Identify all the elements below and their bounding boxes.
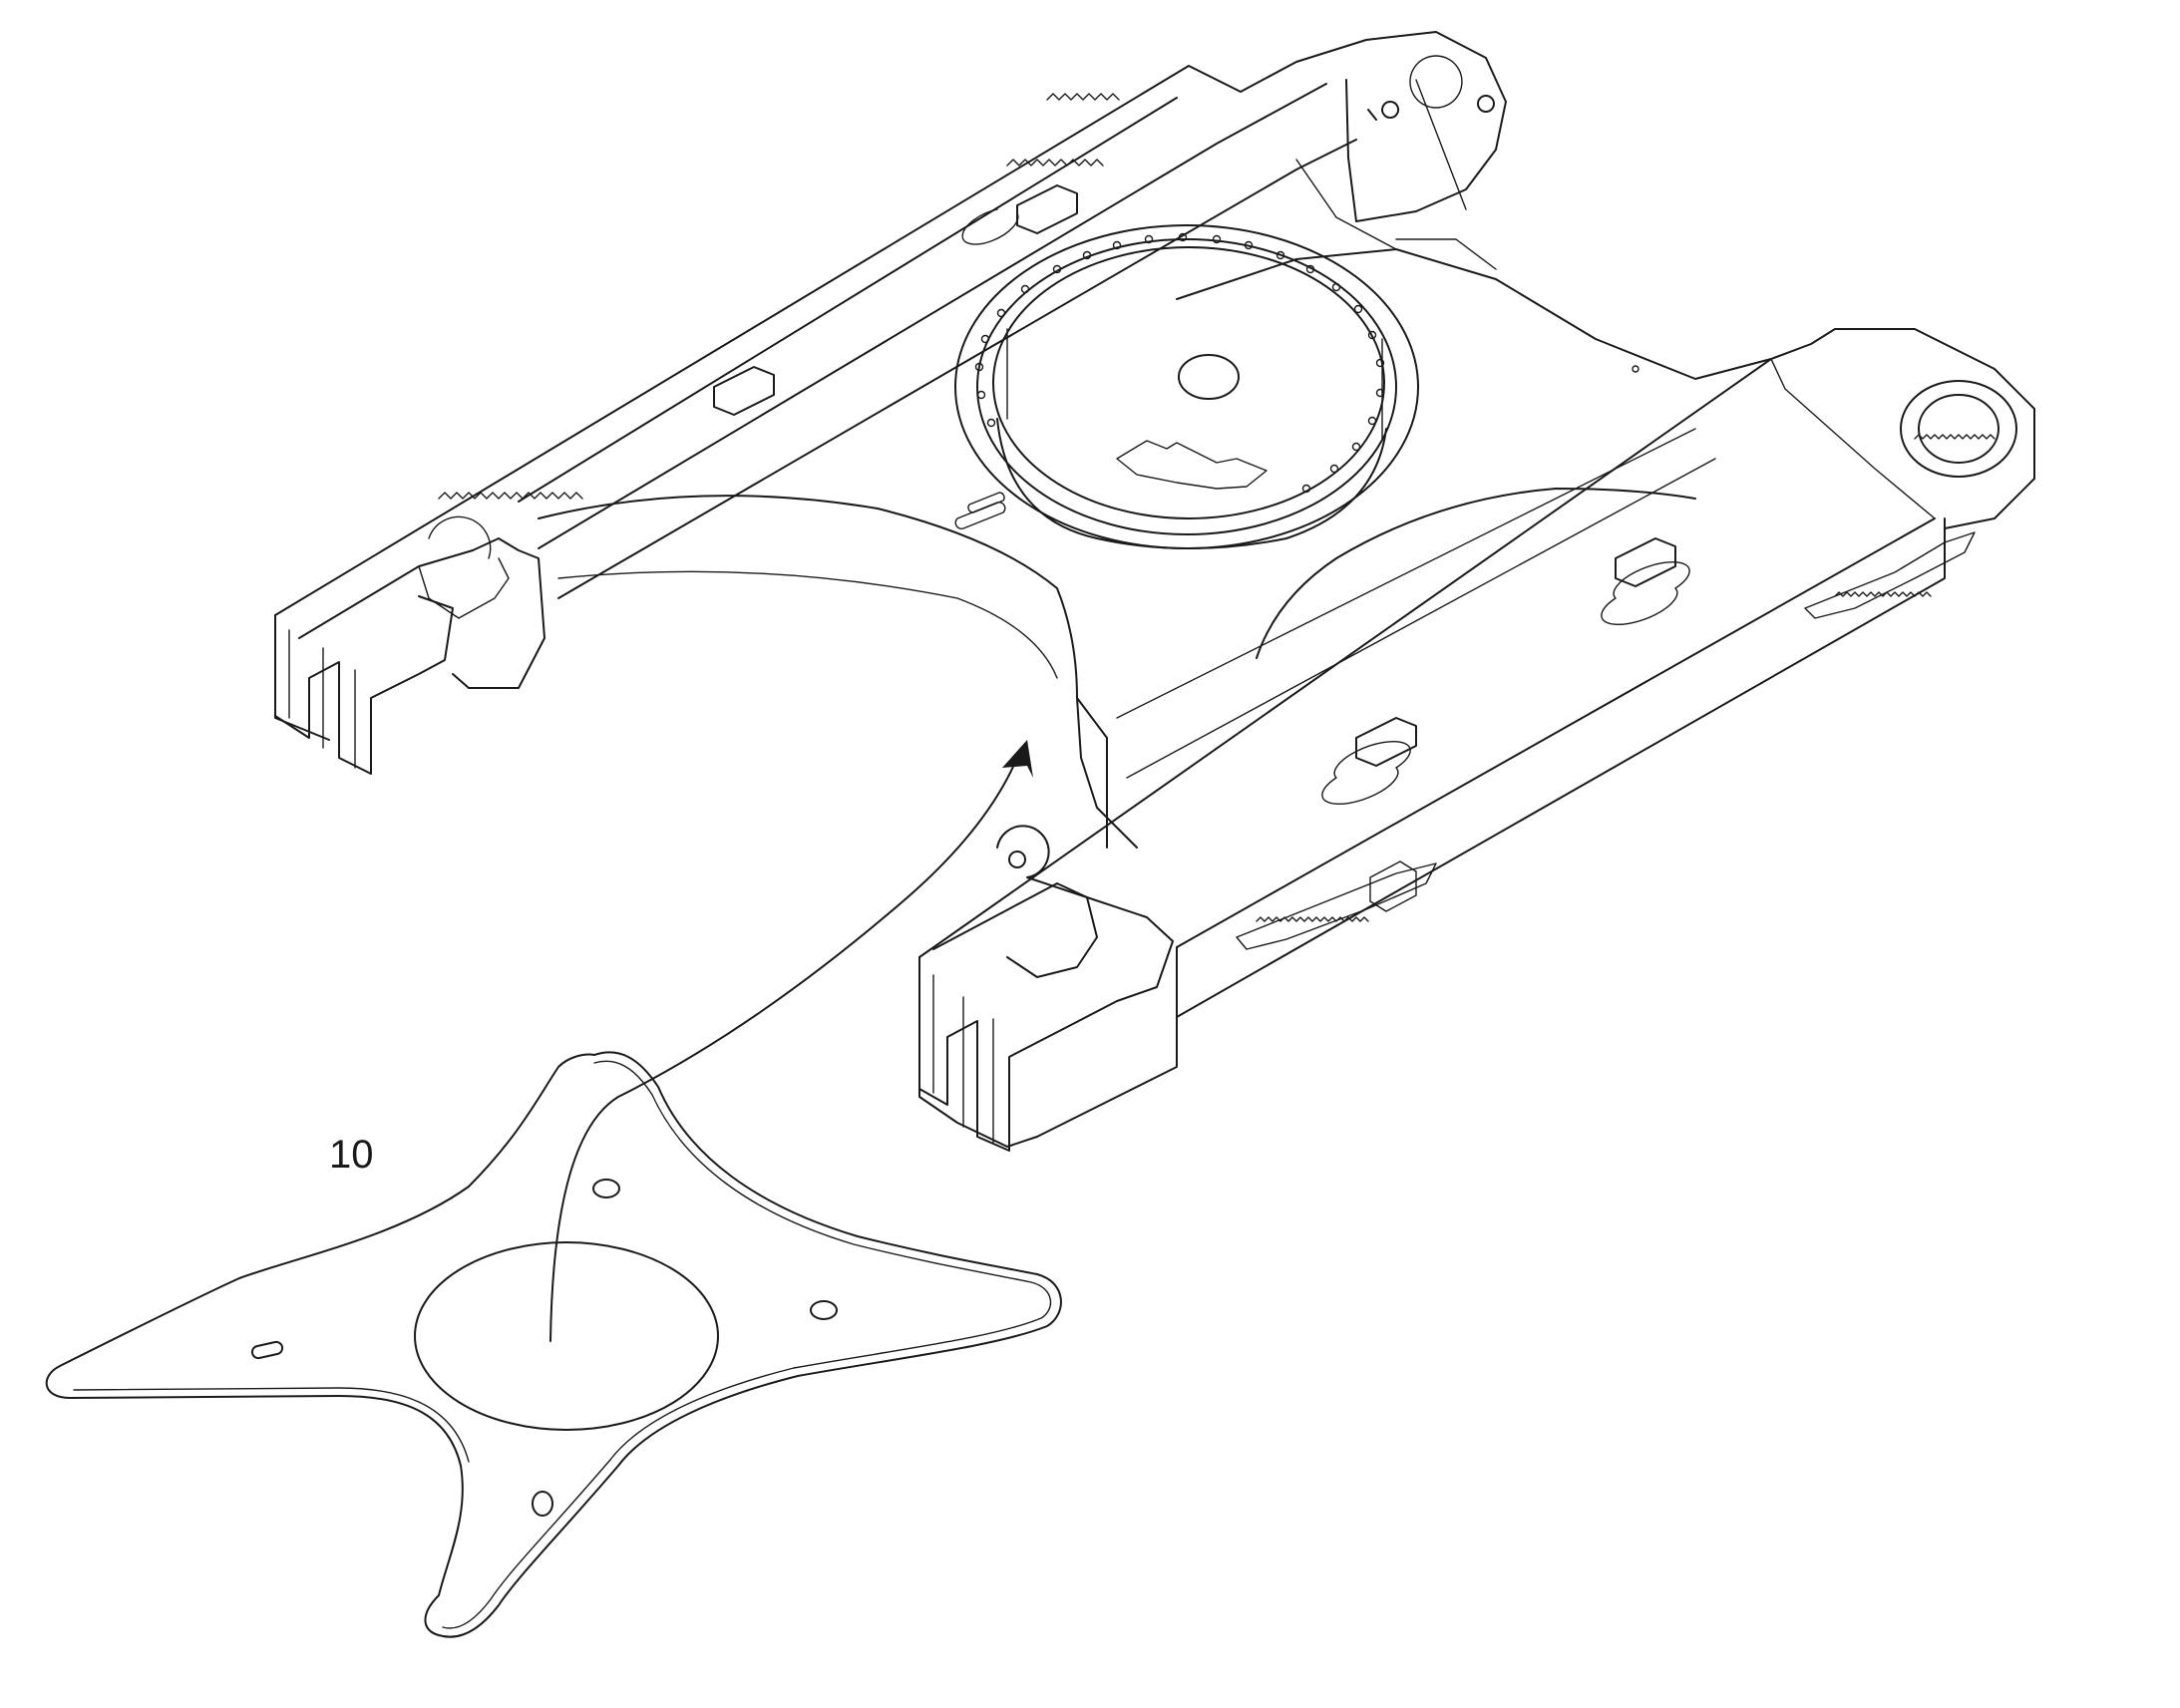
left-track-frame bbox=[274, 31, 1507, 775]
hole-top bbox=[592, 1179, 620, 1198]
hole-bottom bbox=[532, 1491, 553, 1517]
hole-right bbox=[810, 1300, 838, 1320]
leader-arrow bbox=[549, 740, 1033, 1342]
center-bore bbox=[414, 1241, 719, 1431]
part-number-label: 10 bbox=[329, 1133, 374, 1177]
center-frame-body bbox=[538, 224, 1772, 849]
undercarriage-frame bbox=[274, 31, 2035, 1152]
part-10-plate bbox=[45, 1051, 1062, 1638]
slot-left bbox=[250, 1340, 284, 1360]
bolt-holes bbox=[974, 232, 1385, 494]
right-track-frame bbox=[918, 328, 2035, 1152]
